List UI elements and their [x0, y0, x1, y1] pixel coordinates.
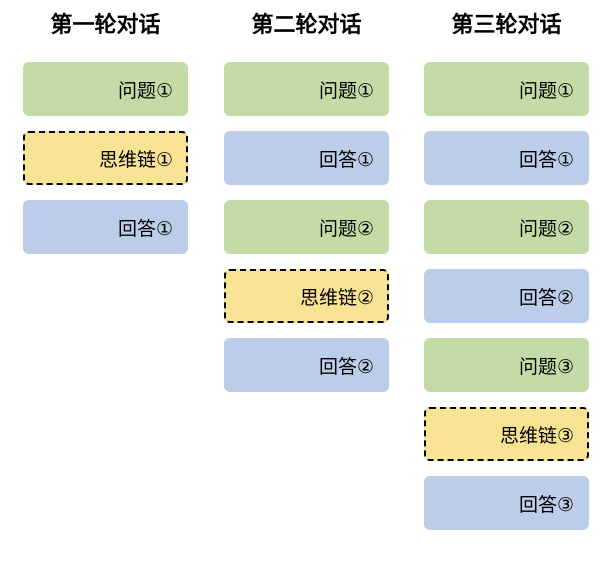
message-box-answer: 回答② — [224, 338, 389, 392]
message-box-answer: 回答② — [424, 269, 589, 323]
message-box-answer: 回答① — [224, 131, 389, 185]
message-label: 问题① — [117, 80, 173, 102]
message-box-answer: 回答③ — [424, 476, 589, 530]
message-box-question: 问题① — [23, 62, 188, 116]
column-1-box-list: 问题① 思维链① 回答① — [23, 62, 188, 269]
message-box-answer: 回答① — [424, 131, 589, 185]
message-label: 回答① — [117, 218, 173, 240]
message-label: 思维链② — [299, 287, 374, 309]
message-label: 问题② — [318, 218, 374, 240]
message-label: 回答① — [318, 149, 374, 171]
message-label: 回答② — [318, 356, 374, 378]
message-box-question: 问题① — [424, 62, 589, 116]
message-box-question: 问题③ — [424, 338, 589, 392]
message-label: 回答③ — [518, 494, 574, 516]
message-box-chain-of-thought: 思维链② — [224, 269, 389, 323]
column-2-box-list: 问题① 回答① 问题② 思维链② 回答② — [224, 62, 389, 407]
message-box-question: 问题② — [224, 200, 389, 254]
dialogue-column-2: 第二轮对话 问题① 回答① 问题② 思维链② 回答② — [224, 0, 389, 569]
message-label: 问题① — [518, 80, 574, 102]
message-box-chain-of-thought: 思维链① — [23, 131, 188, 185]
column-header-3: 第三轮对话 — [451, 12, 562, 37]
dialogue-column-3: 第三轮对话 问题① 回答① 问题② 回答② 问题③ 思维链③ 回答③ — [424, 0, 589, 569]
column-header-2: 第二轮对话 — [251, 12, 362, 37]
message-label: 回答① — [518, 149, 574, 171]
message-label: 问题③ — [518, 356, 574, 378]
message-label: 思维链③ — [499, 425, 574, 447]
message-box-answer: 回答① — [23, 200, 188, 254]
message-label: 问题① — [318, 80, 374, 102]
message-box-chain-of-thought: 思维链③ — [424, 407, 589, 461]
message-box-question: 问题② — [424, 200, 589, 254]
column-3-box-list: 问题① 回答① 问题② 回答② 问题③ 思维链③ 回答③ — [424, 62, 589, 545]
message-label: 问题② — [518, 218, 574, 240]
dialogue-column-1: 第一轮对话 问题① 思维链① 回答① — [23, 0, 188, 569]
message-box-question: 问题① — [224, 62, 389, 116]
message-label: 思维链① — [98, 149, 173, 171]
column-header-1: 第一轮对话 — [50, 12, 161, 37]
message-label: 回答② — [518, 287, 574, 309]
